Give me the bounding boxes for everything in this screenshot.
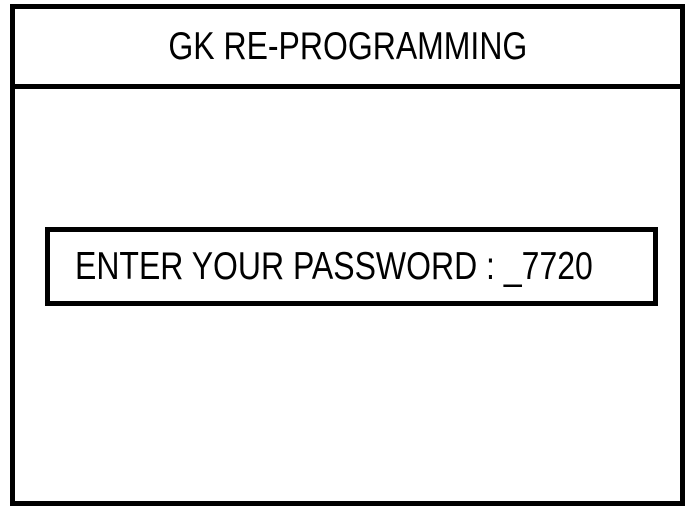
password-input-box[interactable]: ENTER YOUR PASSWORD :_7720 — [45, 227, 658, 306]
password-entry-value: _7720 — [503, 244, 593, 288]
password-prompt-line: ENTER YOUR PASSWORD :_7720 — [75, 245, 593, 289]
device-frame: GK RE-PROGRAMMING ENTER YOUR PASSWORD :_… — [10, 4, 685, 506]
password-prompt-label: ENTER YOUR PASSWORD : — [75, 244, 495, 288]
screen-body: ENTER YOUR PASSWORD :_7720 — [15, 89, 680, 501]
page-title: GK RE-PROGRAMMING — [168, 24, 527, 68]
title-bar: GK RE-PROGRAMMING — [15, 9, 680, 89]
